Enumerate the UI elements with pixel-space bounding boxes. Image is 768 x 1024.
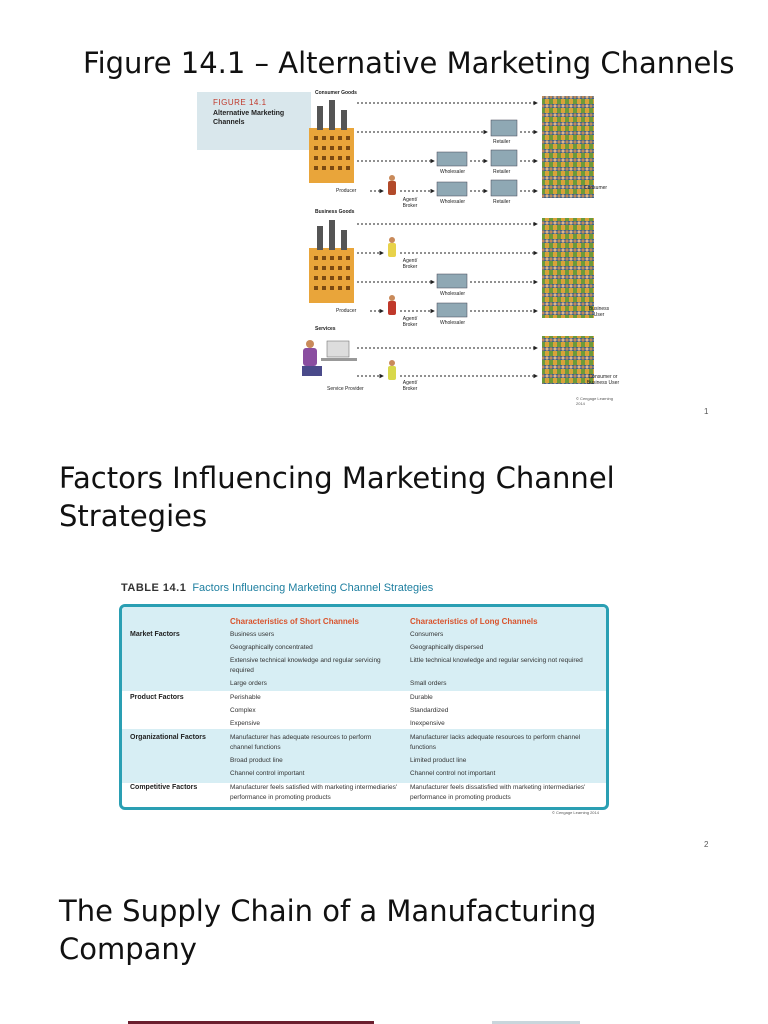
cell-short: Channel control important — [230, 770, 305, 777]
cell-long: Channel control not important — [410, 770, 496, 777]
cell-short: Business users — [230, 631, 275, 638]
next-figure-edge — [492, 1021, 580, 1024]
cell-short: Manufacturer feels satisfied with market… — [230, 784, 398, 801]
agent-broker-label: Agent/ Broker — [402, 258, 418, 270]
channels-diagram — [302, 96, 594, 384]
cell-long: Durable — [410, 694, 433, 701]
slide-title: Factors Influencing Marketing Channel St… — [59, 461, 615, 533]
agent-broker-label: Agent/ Broker — [402, 316, 418, 328]
cell-short: Perishable — [230, 694, 261, 701]
retailer-label: Retailer — [493, 169, 511, 175]
cell-long: Consumers — [410, 631, 444, 638]
consumer-business-crowd-icon — [542, 336, 594, 384]
channels-figure: FIGURE 14.1 Alternative Marketing Channe… — [197, 86, 619, 406]
producer-label: Producer — [336, 308, 357, 314]
cell-short: Geographically concentrated — [230, 644, 313, 651]
agent-broker-icon — [388, 175, 396, 380]
agent-broker-label: Agent/ Broker — [402, 380, 418, 392]
factors-table: TABLE 14.1 Factors Influencing Marketing … — [119, 580, 609, 820]
cell-short: Manufacturer has adequate resources to p… — [230, 734, 372, 751]
cell-short: Extensive technical knowledge and regula… — [230, 657, 381, 674]
wholesaler-label: Wholesaler — [440, 291, 466, 297]
column-header-short: Characteristics of Short Channels — [230, 617, 359, 626]
row-header-organizational: Organizational Factors — [130, 734, 206, 741]
service-provider-label: Service Provider — [327, 386, 364, 392]
cell-long: Standardized — [410, 707, 449, 714]
cell-long: Little technical knowledge and regular s… — [410, 657, 583, 664]
cell-short: Broad product line — [230, 757, 283, 764]
figure-copyright: © Cengage Learning 2014 — [576, 396, 613, 406]
next-figure-edge — [128, 1021, 374, 1024]
row-band-market — [122, 607, 606, 691]
row-band-organizational — [122, 729, 606, 783]
retailer-icon — [490, 149, 518, 167]
column-header-long: Characteristics of Long Channels — [410, 617, 538, 626]
slide-title: Figure 14.1 – Alternative Marketing Chan… — [83, 46, 735, 80]
row-header-product: Product Factors — [130, 694, 184, 701]
page-number: 1 — [704, 407, 709, 416]
page-number: 2 — [704, 840, 709, 849]
factory-consumer-icon — [309, 100, 354, 183]
table-copyright: © Cengage Learning 2014 — [552, 810, 599, 815]
producer-label: Producer — [336, 188, 357, 194]
table-title: Factors Influencing Marketing Channel St… — [192, 582, 434, 594]
business-user-label: Business User — [588, 306, 610, 318]
consumer-crowd-icon — [542, 96, 594, 198]
figure-label-box: FIGURE 14.1 Alternative Marketing Channe… — [197, 92, 311, 150]
business-user-crowd-icon — [542, 218, 594, 318]
section-business-goods: Business Goods — [315, 209, 355, 215]
wholesaler-icon — [436, 302, 468, 318]
section-services: Services — [315, 326, 336, 332]
consumer-or-business-user-label: Consumer or Business User — [586, 374, 620, 386]
wholesaler-label: Wholesaler — [440, 199, 466, 205]
row-header-market: Market Factors — [130, 631, 180, 638]
cell-short: Expensive — [230, 720, 260, 727]
cell-long: Manufacturer feels dissatisfied with mar… — [410, 784, 586, 801]
figure-tag: FIGURE 14.1 — [213, 98, 267, 107]
figure-title: Alternative Marketing Channels — [213, 110, 285, 126]
wholesaler-icon — [436, 151, 468, 167]
retailer-icon — [490, 119, 518, 137]
row-header-competitive: Competitive Factors — [130, 784, 198, 791]
cell-long: Small orders — [410, 680, 447, 687]
agent-broker-label: Agent/ Broker — [402, 197, 418, 209]
wholesaler-icon — [436, 273, 468, 289]
cell-long: Geographically dispersed — [410, 644, 484, 651]
table-number: TABLE 14.1 — [121, 582, 187, 594]
cell-short: Large orders — [230, 680, 267, 687]
wholesaler-label: Wholesaler — [440, 169, 466, 175]
cell-long: Limited product line — [410, 757, 467, 764]
wholesaler-icon — [436, 181, 468, 197]
wholesaler-label: Wholesaler — [440, 320, 466, 326]
cell-long: Manufacturer lacks adequate resources to… — [410, 734, 581, 751]
cell-long: Inexpensive — [410, 720, 445, 727]
section-consumer-goods: Consumer Goods — [315, 90, 357, 96]
slide-title: The Supply Chain of a Manufacturing Comp… — [59, 894, 597, 966]
retailer-icon — [490, 179, 518, 197]
retailer-label: Retailer — [493, 199, 511, 205]
cell-short: Complex — [230, 707, 256, 714]
consumer-label: Consumer — [584, 185, 608, 191]
service-provider-icon — [302, 340, 357, 376]
factory-business-icon — [309, 220, 354, 303]
retailer-label: Retailer — [493, 139, 511, 145]
table-caption: TABLE 14.1 Factors Influencing Marketing … — [121, 582, 433, 594]
table-box: Characteristics of Short Channels Charac… — [119, 604, 609, 810]
